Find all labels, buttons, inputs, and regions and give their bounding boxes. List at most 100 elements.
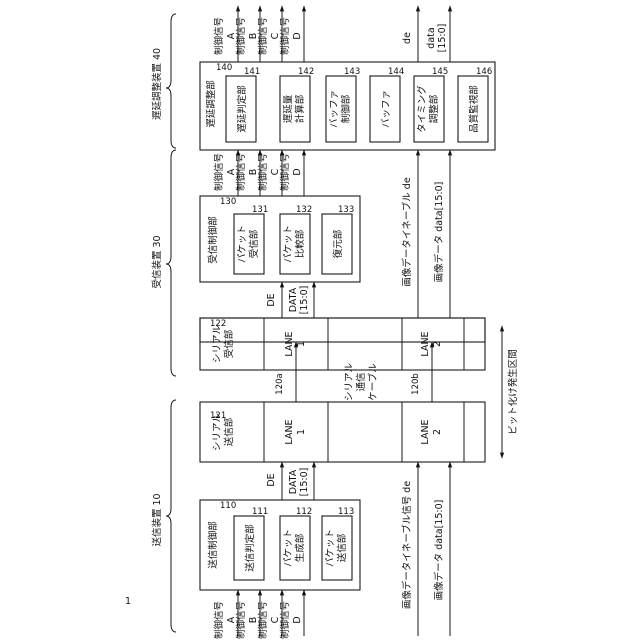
svg-text:DATA: DATA [288,287,299,312]
svg-text:パケット: パケット [283,225,294,263]
ref-141: 141 [244,67,260,77]
svg-text:比較部: 比較部 [294,230,306,259]
svg-text:LANE: LANE [420,331,431,356]
ref-144: 144 [388,67,404,77]
svg-text:シリアル: シリアル [212,325,223,363]
ref-142: 142 [298,67,314,77]
svg-text:D: D [292,32,303,39]
ref-130: 130 [220,197,236,207]
svg-text:LANE: LANE [284,331,295,356]
svg-text:遅延量: 遅延量 [282,94,294,123]
svg-text:[15:0]: [15:0] [299,286,310,315]
ref-112: 112 [296,507,312,517]
out-data-label: data [15:0] [426,24,448,53]
svg-text:制御信号: 制御信号 [257,601,269,639]
svg-text:パケット: パケット [325,529,336,567]
svg-text:ケーブル: ケーブル [367,363,379,401]
rx-image-data-label: 画像データ data[15:0] [433,182,445,283]
svg-text:制御信号: 制御信号 [257,153,269,191]
control-signal-d-input-label: 制御信号 D [279,601,303,639]
transmitter-brace [166,400,176,632]
ref-132: 132 [296,205,312,215]
svg-text:[15:0]: [15:0] [299,468,310,497]
svg-text:LANE: LANE [420,419,431,444]
svg-text:制御信号: 制御信号 [213,17,225,55]
svg-text:制御部: 制御部 [340,95,352,124]
ref-120a: 120a [275,373,285,394]
serial-transmitter-label: シリアル 送信部 [212,413,235,451]
ref-120b: 120b [411,373,421,395]
ref-133: 133 [338,205,354,215]
rx-de-label: DE [266,293,277,306]
rx-data-label: DATA [15:0] [288,286,310,315]
svg-text:D: D [292,168,303,175]
serial-receiver-label: シリアル 受信部 [212,325,235,363]
tx-image-data-label: 画像データ data[15:0] [433,500,445,601]
out-de-label: de [402,32,413,44]
transmit-control-unit-label: 送信制御部 [207,521,219,569]
ref-146: 146 [476,67,492,77]
svg-text:制御信号: 制御信号 [213,601,225,639]
svg-text:バッファ: バッファ [329,90,340,128]
ref-140: 140 [216,63,232,73]
buffer-label: バッファ [381,90,392,128]
ref-110: 110 [220,501,236,511]
svg-text:[15:0]: [15:0] [437,24,448,53]
control-signal-b-input-label: 制御信号 B [235,601,259,639]
out-control-signal-b-label: 制御信号 B [235,17,259,55]
delay-adjuster-outputs: 制御信号 A 制御信号 B 制御信号 C 制御信号 D de data [15:… [213,6,450,62]
svg-text:計算部: 計算部 [294,95,306,124]
bit-error-interval-label: ビット化け発生区間 [507,349,519,435]
packet-compare-label: パケット 比較部 [283,225,306,263]
packet-generation-label: パケット 生成部 [283,529,306,567]
quality-monitor-label: 品質監視部 [468,85,480,133]
rx-control-signal-d-label: 制御信号 D [279,153,303,191]
svg-text:1: 1 [296,341,307,347]
receiver-brace [166,150,176,376]
tx-de-label: DE [266,473,277,486]
receiver-title: 受信装置 30 [151,235,163,288]
svg-text:data: data [426,27,437,48]
svg-text:1: 1 [296,429,307,435]
svg-text:制御信号: 制御信号 [279,17,291,55]
transmit-decision-label: 送信判定部 [244,524,256,572]
buffer-control-label: バッファ 制御部 [329,90,352,128]
svg-text:制御信号: 制御信号 [235,17,247,55]
figure-label: 1 [125,596,131,607]
ref-145: 145 [432,67,448,77]
out-control-signal-a-label: 制御信号 A [213,17,237,55]
ref-143: 143 [344,67,360,77]
svg-text:タイミング: タイミング [416,85,428,133]
svg-text:受信部: 受信部 [223,330,235,359]
svg-text:LANE: LANE [284,419,295,444]
svg-text:2: 2 [432,341,443,347]
delay-adjuster-title: 遅延調整装置 40 [151,48,163,120]
serial-receiver-box [200,318,485,342]
delay-adjuster-brace [166,14,176,148]
svg-text:制御信号: 制御信号 [213,153,225,191]
transmitter-control-inputs: 制御信号 A 制御信号 B 制御信号 C 制御信号 D [213,590,304,639]
svg-text:制御信号: 制御信号 [235,601,247,639]
control-signal-c-input-label: 制御信号 C [257,601,281,639]
tx-image-de-label: 画像データイネーブル信号 de [401,481,413,609]
receiver-control-outputs: 制御信号 A 制御信号 B 制御信号 C 制御信号 D [213,150,304,196]
tx-data-label: DATA [15:0] [288,468,310,497]
rx-control-signal-b-label: 制御信号 B [235,153,259,191]
packet-transmit-label: パケット 送信部 [325,529,348,567]
svg-text:生成部: 生成部 [294,534,306,563]
ref-111: 111 [252,507,268,517]
rx-image-de-label: 画像データイネーブル de [401,177,413,286]
packet-receive-label: パケット 受信部 [237,225,260,263]
restoration-label: 復元部 [332,230,344,259]
svg-text:送信部: 送信部 [336,534,348,563]
svg-text:D: D [292,616,303,623]
svg-text:2: 2 [432,429,443,435]
ref-113: 113 [338,507,354,517]
svg-text:制御信号: 制御信号 [279,601,291,639]
svg-text:送信部: 送信部 [223,418,235,447]
svg-text:制御信号: 制御信号 [257,17,269,55]
svg-text:シリアル: シリアル [344,363,355,401]
svg-text:シリアル: シリアル [212,413,223,451]
svg-text:制御信号: 制御信号 [235,153,247,191]
rx-control-signal-c-label: 制御信号 C [257,153,281,191]
